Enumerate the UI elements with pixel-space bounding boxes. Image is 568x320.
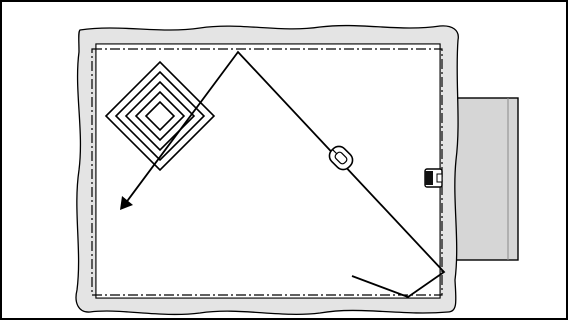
charging-station-icon — [425, 169, 442, 187]
lawn-area — [96, 44, 440, 298]
